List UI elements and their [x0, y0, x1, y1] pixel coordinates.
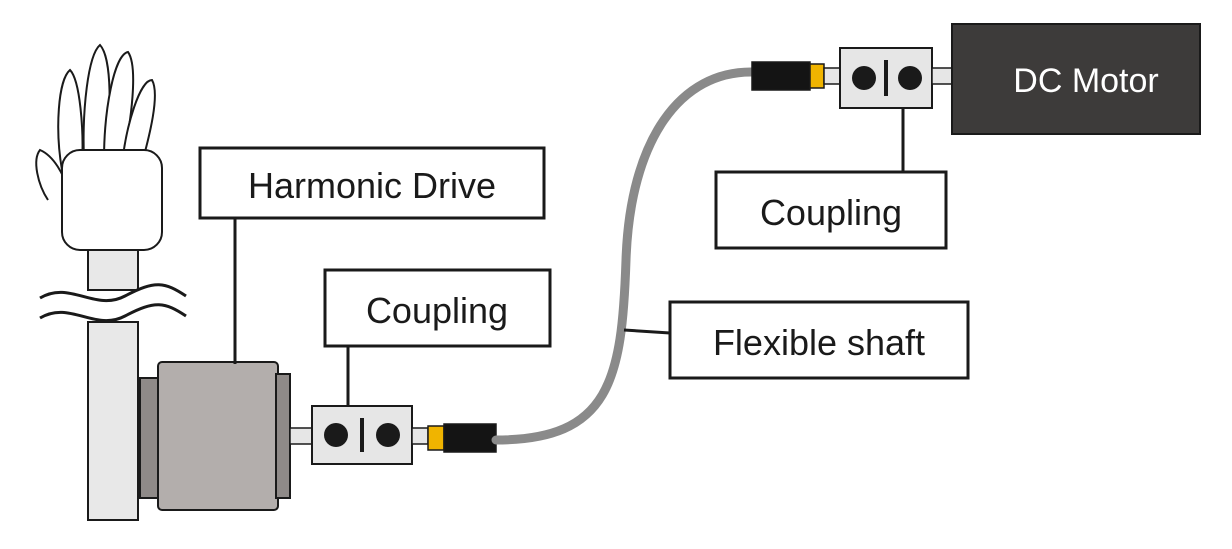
label-coupling-top-text: Coupling [760, 192, 902, 233]
label-coupling-bottom: Coupling [323, 268, 552, 348]
harmonic-drive-flange-right [275, 373, 291, 499]
motor-shaft [931, 67, 955, 85]
coupling-top-shaft-left [823, 67, 841, 85]
break-mark-top [39, 283, 187, 303]
connector-bottom-orange [427, 425, 445, 451]
hand-icon [35, 43, 163, 251]
label-coupling-bottom-text: Coupling [366, 290, 508, 331]
connector-top-orange [809, 63, 825, 89]
coupling-bottom [311, 405, 413, 465]
label-flexible-shaft: Flexible shaft [668, 300, 970, 380]
label-harmonic-drive: Harmonic Drive [198, 146, 546, 220]
break-mark-bottom [39, 303, 187, 323]
coupling-bottom-shaft [411, 427, 429, 445]
forearm-lower [87, 321, 139, 521]
leader-flexible-shaft [623, 328, 671, 335]
coupling-top [839, 47, 933, 109]
connector-bottom-black [443, 423, 497, 453]
label-flexible-shaft-text: Flexible shaft [713, 322, 925, 363]
dc-motor-label: DC Motor [1013, 62, 1158, 100]
label-coupling-top: Coupling [714, 170, 948, 250]
connector-top-black [751, 61, 811, 91]
forearm-upper [87, 249, 139, 291]
dc-motor-body [951, 23, 1201, 135]
drive-output-shaft [289, 427, 315, 445]
label-harmonic-drive-text: Harmonic Drive [248, 165, 496, 206]
flexible-shaft-cable [491, 67, 759, 445]
harmonic-drive-body [157, 361, 279, 511]
